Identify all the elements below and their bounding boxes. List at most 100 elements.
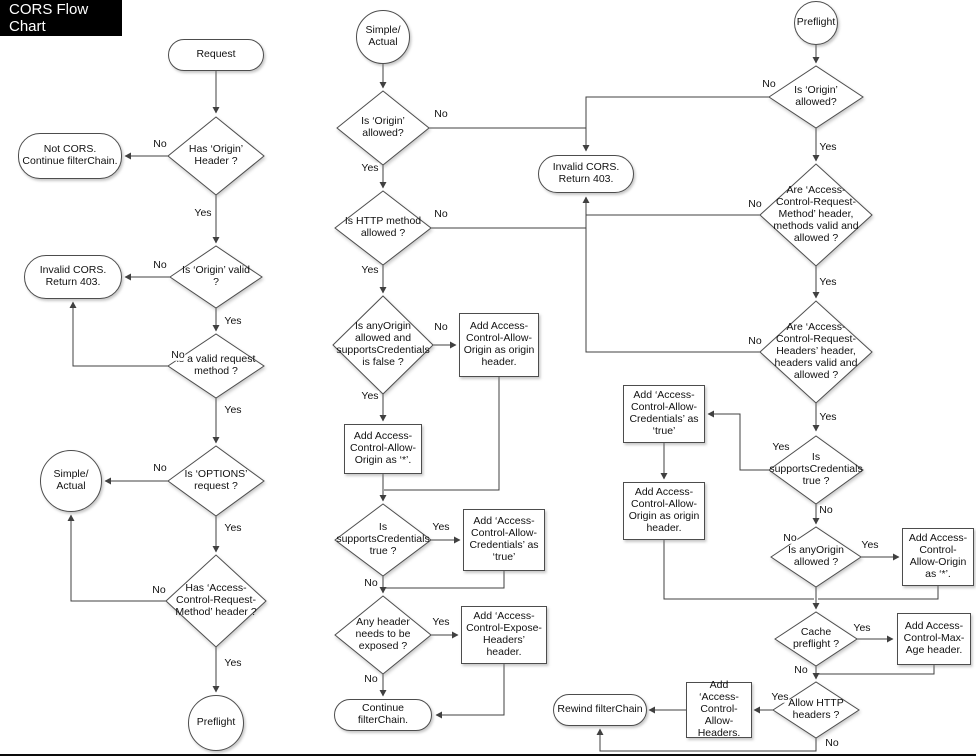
connector bbox=[67, 514, 166, 602]
connector bbox=[596, 728, 817, 752]
connector bbox=[582, 96, 769, 152]
connector bbox=[818, 586, 939, 600]
connector bbox=[818, 665, 935, 675]
edge-label-yes: Yes bbox=[431, 520, 451, 533]
node-rewind-filterchain: Rewind filterChain bbox=[553, 694, 647, 726]
label-has-origin-header: Has ‘Origin’ Header ? bbox=[188, 143, 244, 167]
connector bbox=[69, 301, 168, 367]
edge-label-no: No bbox=[747, 197, 763, 210]
node-simple-actual-mid: Simple/ Actual bbox=[356, 10, 410, 64]
edge-label-no: No bbox=[363, 576, 379, 589]
label-is-origin-allowed-preflight: Is ‘Origin’ allowed? bbox=[794, 84, 838, 108]
edge-label-yes: Yes bbox=[223, 521, 243, 534]
node-preflight-left: Preflight bbox=[188, 695, 244, 751]
diamond-is-origin-allowed-preflight bbox=[768, 65, 864, 129]
diamond-has-origin-header bbox=[167, 116, 265, 196]
edge-label-yes: Yes bbox=[223, 656, 243, 669]
diamond-anyorigin-and-cred-false bbox=[332, 295, 434, 395]
diamond-is-origin-valid bbox=[169, 245, 263, 309]
edge-label-yes: Yes bbox=[860, 538, 880, 551]
edge-label-yes: Yes bbox=[852, 621, 872, 634]
connector bbox=[384, 377, 500, 491]
node-add-acao-star-right: Add Access-Control-Allow-Origin as ‘*’. bbox=[902, 528, 974, 586]
node-add-acao-star-mid: Add Access-Control-Allow-Origin as ‘*’. bbox=[344, 424, 422, 474]
edge-label-no: No bbox=[152, 137, 168, 150]
node-simple-actual-left: Simple/ Actual bbox=[40, 450, 102, 512]
edge-label-yes: Yes bbox=[360, 161, 380, 174]
label-acrm-valid-allowed: Are ‘Access-Control-Request-Method’ head… bbox=[773, 184, 859, 244]
diamond-acrm-valid-allowed bbox=[759, 163, 873, 267]
label-supports-credentials-preflight: Is supportsCredentials true ? bbox=[769, 451, 863, 487]
decision-diamonds bbox=[165, 65, 873, 739]
edge-label-no: No bbox=[793, 663, 809, 676]
connector bbox=[582, 196, 760, 353]
diamond-any-header-exposed bbox=[334, 595, 432, 675]
node-invalid-cors-left: Invalid CORS. Return 403. bbox=[24, 255, 122, 299]
node-add-expose-headers: Add ‘Access-Control-Expose-Headers’ head… bbox=[461, 606, 547, 664]
edge-label-no: No bbox=[818, 503, 834, 516]
edge-label-yes: Yes bbox=[771, 440, 791, 453]
edge-label-yes: Yes bbox=[360, 263, 380, 276]
node-add-allow-headers: Add ‘Access-Control-Allow-Headers. bbox=[686, 679, 752, 739]
edge-label-no: No bbox=[433, 107, 449, 120]
label-is-http-method-allowed: Is HTTP method allowed ? bbox=[344, 215, 422, 239]
node-continue-filterchain: Continue filterChain. bbox=[334, 699, 432, 731]
edge-label-no: No bbox=[363, 672, 379, 685]
edge-label-no: No bbox=[170, 348, 186, 361]
diamond-is-origin-allowed-simple bbox=[336, 90, 430, 166]
node-request: Request bbox=[168, 39, 264, 71]
connector bbox=[663, 540, 814, 600]
edge-label-yes: Yes bbox=[818, 410, 838, 423]
label-is-anyorigin-allowed: Is anyOrigin allowed ? bbox=[787, 544, 845, 568]
connector bbox=[384, 571, 505, 589]
node-invalid-cors-mid: Invalid CORS. Return 403. bbox=[538, 155, 634, 193]
diamond-supports-credentials-preflight bbox=[768, 435, 864, 505]
edge-label-no: No bbox=[152, 461, 168, 474]
label-is-origin-allowed-simple: Is ‘Origin’ allowed? bbox=[361, 115, 405, 139]
diamond-is-options-request bbox=[167, 445, 265, 517]
edge-label-yes: Yes bbox=[431, 615, 451, 628]
connector bbox=[435, 664, 505, 719]
node-add-acac-true-mid: Add ‘Access-Control-Allow-Credentials’ a… bbox=[463, 509, 545, 571]
edge-label-yes: Yes bbox=[818, 140, 838, 153]
label-is-valid-request-method: is a valid request method ? bbox=[176, 353, 256, 377]
label-acrh-valid-allowed: Are ‘Access-Control-Request-Headers’ hea… bbox=[774, 321, 858, 381]
edge-label-yes: Yes bbox=[223, 403, 243, 416]
edge-label-yes: Yes bbox=[360, 389, 380, 402]
edge-label-no: No bbox=[151, 583, 167, 596]
connectors bbox=[67, 45, 939, 752]
label-supports-credentials-simple: Is supportsCredentials true ? bbox=[336, 521, 430, 557]
diamond-allow-http-headers bbox=[772, 681, 860, 739]
label-anyorigin-and-cred-false: Is anyOrigin allowed and supportsCredent… bbox=[336, 320, 430, 368]
edge-label-no: No bbox=[782, 531, 798, 544]
edge-label-yes: Yes bbox=[193, 206, 213, 219]
connector bbox=[707, 410, 769, 471]
window-bottom-edge bbox=[0, 754, 976, 756]
edge-label-yes: Yes bbox=[770, 690, 790, 703]
edge-label-no: No bbox=[152, 258, 168, 271]
node-not-cors-continue: Not CORS. Continue filterChain. bbox=[18, 133, 122, 179]
label-any-header-exposed: Any header needs to be exposed ? bbox=[355, 616, 411, 652]
edge-label-yes: Yes bbox=[818, 275, 838, 288]
label-has-acrm-header: Has ‘Access-Control-Request-Method’ head… bbox=[175, 582, 257, 618]
node-preflight-right: Preflight bbox=[794, 1, 838, 45]
edge-label-no: No bbox=[761, 77, 777, 90]
node-add-max-age-header: Add Access-Control-Max-Age header. bbox=[897, 613, 971, 665]
label-is-origin-valid: Is ‘Origin’ valid ? bbox=[182, 264, 250, 288]
edge-label-no: No bbox=[433, 207, 449, 220]
node-add-acac-true-right: Add ‘Access-Control-Allow-Credentials’ a… bbox=[623, 385, 705, 443]
node-add-acao-origin-mid: Add Access-Control-Allow-Origin as origi… bbox=[459, 313, 539, 377]
label-is-options-request: Is ‘OPTIONS’ request ? bbox=[184, 468, 248, 492]
edge-label-no: No bbox=[747, 334, 763, 347]
label-allow-http-headers: Allow HTTP headers ? bbox=[788, 697, 844, 721]
edge-label-no: No bbox=[824, 736, 840, 749]
edge-label-yes: Yes bbox=[223, 314, 243, 327]
diamond-acrh-valid-allowed bbox=[759, 300, 873, 404]
chart-title: CORS Flow Chart bbox=[0, 0, 122, 36]
label-cache-preflight: Cache preflight ? bbox=[792, 626, 840, 650]
diamond-supports-credentials-simple bbox=[334, 503, 432, 577]
diamond-cache-preflight bbox=[774, 611, 858, 667]
edge-label-no: No bbox=[433, 320, 449, 333]
